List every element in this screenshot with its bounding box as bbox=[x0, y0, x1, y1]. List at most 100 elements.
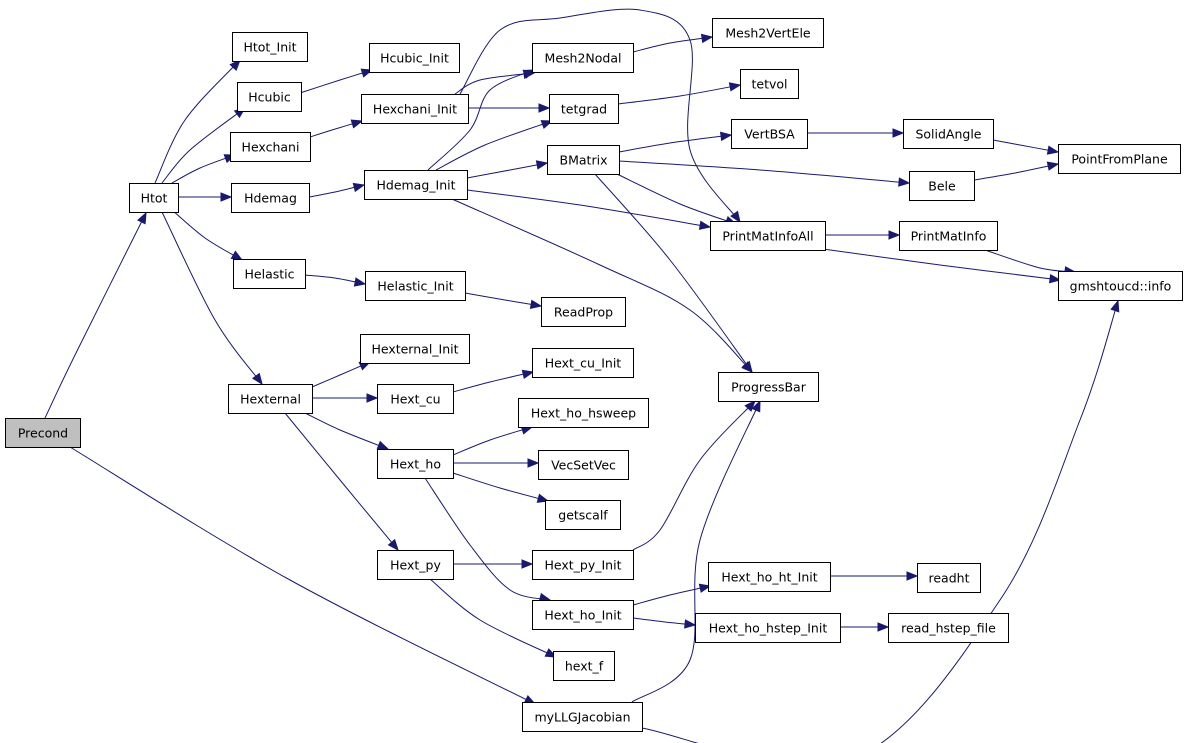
node-hext-f[interactable]: hext_f bbox=[553, 651, 615, 681]
node-label: Hdemag bbox=[244, 191, 297, 206]
node-box[interactable] bbox=[541, 297, 626, 327]
node-box[interactable] bbox=[231, 183, 310, 213]
node-box[interactable] bbox=[369, 43, 460, 73]
node-readprop[interactable]: ReadProp bbox=[541, 297, 626, 327]
node-box[interactable] bbox=[1058, 144, 1181, 174]
node-myllgjacobian[interactable]: myLLGJacobian bbox=[522, 702, 643, 732]
node-box[interactable] bbox=[549, 94, 619, 124]
node-box[interactable] bbox=[365, 271, 466, 301]
node-hext-cu[interactable]: Hext_cu bbox=[377, 384, 454, 414]
node-box[interactable] bbox=[909, 171, 975, 201]
node-box[interactable] bbox=[532, 43, 634, 73]
edge-line bbox=[304, 412, 389, 450]
node-precond[interactable]: Precond bbox=[5, 418, 81, 448]
node-hext-py[interactable]: Hext_py bbox=[377, 550, 454, 580]
edge-hext_py-to-hext_py_init bbox=[453, 559, 534, 569]
node-box[interactable] bbox=[532, 600, 634, 630]
node-label: getscalf bbox=[558, 508, 608, 523]
node-hexternal[interactable]: Hexternal bbox=[228, 384, 313, 414]
node-box[interactable] bbox=[377, 384, 454, 414]
node-box[interactable] bbox=[545, 500, 621, 530]
node-hcubic[interactable]: Hcubic bbox=[237, 82, 302, 112]
node-solidangle[interactable]: SolidAngle bbox=[903, 119, 994, 149]
node-box[interactable] bbox=[377, 550, 454, 580]
node-bmatrix[interactable]: BMatrix bbox=[547, 145, 620, 175]
node-box[interactable] bbox=[237, 82, 302, 112]
node-hdemag[interactable]: Hdemag bbox=[231, 183, 310, 213]
node-pointfromplane[interactable]: PointFromPlane bbox=[1058, 144, 1181, 174]
node-box[interactable] bbox=[740, 69, 799, 99]
node-box[interactable] bbox=[518, 398, 649, 428]
node-box[interactable] bbox=[547, 145, 620, 175]
node-label: Hexternal_Init bbox=[371, 342, 458, 357]
node-box[interactable] bbox=[5, 418, 81, 448]
node-box[interactable] bbox=[232, 32, 308, 62]
node-htot-init[interactable]: Htot_Init bbox=[232, 32, 308, 62]
node-hext-ho-hstep-init[interactable]: Hext_ho_hstep_Init bbox=[695, 613, 841, 643]
node-label: Mesh2VertEle bbox=[725, 26, 811, 41]
node-box[interactable] bbox=[903, 119, 994, 149]
node-box[interactable] bbox=[553, 651, 615, 681]
node-printmatinfo[interactable]: PrintMatInfo bbox=[899, 221, 998, 251]
node-progressbar[interactable]: ProgressBar bbox=[718, 372, 819, 402]
node-hdemag-init[interactable]: Hdemag_Init bbox=[364, 170, 468, 200]
node-readht[interactable]: readht bbox=[917, 563, 981, 593]
node-hcubic-init[interactable]: Hcubic_Init bbox=[369, 43, 460, 73]
node-box[interactable] bbox=[361, 94, 469, 124]
node-box[interactable] bbox=[129, 183, 179, 213]
node-label: read_hstep_file bbox=[901, 621, 996, 636]
node-box[interactable] bbox=[888, 613, 1009, 643]
edge-line bbox=[154, 59, 241, 184]
node-box[interactable] bbox=[522, 702, 643, 732]
node-box[interactable] bbox=[1058, 271, 1183, 301]
node-htot[interactable]: Htot bbox=[129, 183, 179, 213]
node-hext-ho-init[interactable]: Hext_ho_Init bbox=[532, 600, 634, 630]
node-box[interactable] bbox=[377, 449, 454, 479]
node-label: Hexchani bbox=[242, 140, 300, 155]
node-box[interactable] bbox=[710, 221, 826, 251]
arrowhead-icon bbox=[376, 440, 390, 450]
node-tetgrad[interactable]: tetgrad bbox=[549, 94, 619, 124]
node-box[interactable] bbox=[731, 119, 808, 149]
node-box[interactable] bbox=[532, 550, 634, 580]
node-label: PointFromPlane bbox=[1071, 152, 1168, 167]
node-box[interactable] bbox=[228, 384, 313, 414]
node-hexternal-init[interactable]: Hexternal_Init bbox=[360, 334, 470, 364]
node-vecsetvec[interactable]: VecSetVec bbox=[538, 450, 629, 480]
node-box[interactable] bbox=[695, 613, 841, 643]
node-label: BMatrix bbox=[560, 153, 608, 168]
node-box[interactable] bbox=[532, 348, 634, 378]
node-hexchani-init[interactable]: Hexchani_Init bbox=[361, 94, 469, 124]
node-box[interactable] bbox=[718, 372, 819, 402]
node-helastic[interactable]: Helastic bbox=[233, 259, 306, 289]
node-box[interactable] bbox=[917, 563, 981, 593]
node-helastic-init[interactable]: Helastic_Init bbox=[365, 271, 466, 301]
node-box[interactable] bbox=[708, 562, 831, 592]
node-box[interactable] bbox=[233, 259, 306, 289]
node-hext-ho-ht-init[interactable]: Hext_ho_ht_Init bbox=[708, 562, 831, 592]
node-hext-ho-hsweep[interactable]: Hext_ho_hsweep bbox=[518, 398, 649, 428]
node-hext-ho[interactable]: Hext_ho bbox=[377, 449, 454, 479]
edge-hexchani_init-to-printmatinfoall bbox=[459, 8, 741, 224]
node-box[interactable] bbox=[538, 450, 629, 480]
node-hext-cu-init[interactable]: Hext_cu_Init bbox=[532, 348, 634, 378]
node-box[interactable] bbox=[712, 18, 824, 48]
node-mesh2vertele[interactable]: Mesh2VertEle bbox=[712, 18, 824, 48]
node-hexchani[interactable]: Hexchani bbox=[230, 132, 311, 162]
node-bele[interactable]: Bele bbox=[909, 171, 975, 201]
node-vertbsa[interactable]: VertBSA bbox=[731, 119, 808, 149]
node-tetvol[interactable]: tetvol bbox=[740, 69, 799, 99]
node-mesh2nodal[interactable]: Mesh2Nodal bbox=[532, 43, 634, 73]
node-printmatinfoall[interactable]: PrintMatInfoAll bbox=[710, 221, 826, 251]
node-box[interactable] bbox=[230, 132, 311, 162]
node-read-hstep-file[interactable]: read_hstep_file bbox=[888, 613, 1009, 643]
node-box[interactable] bbox=[364, 170, 468, 200]
node-gmshtoucd-info[interactable]: gmshtoucd::info bbox=[1058, 271, 1183, 301]
edge-helastic-to-helastic_init bbox=[304, 274, 367, 287]
node-box[interactable] bbox=[360, 334, 470, 364]
arrowhead-icon bbox=[892, 128, 905, 138]
node-getscalf[interactable]: getscalf bbox=[545, 500, 621, 530]
node-box[interactable] bbox=[899, 221, 998, 251]
node-hext-py-init[interactable]: Hext_py_Init bbox=[532, 550, 634, 580]
